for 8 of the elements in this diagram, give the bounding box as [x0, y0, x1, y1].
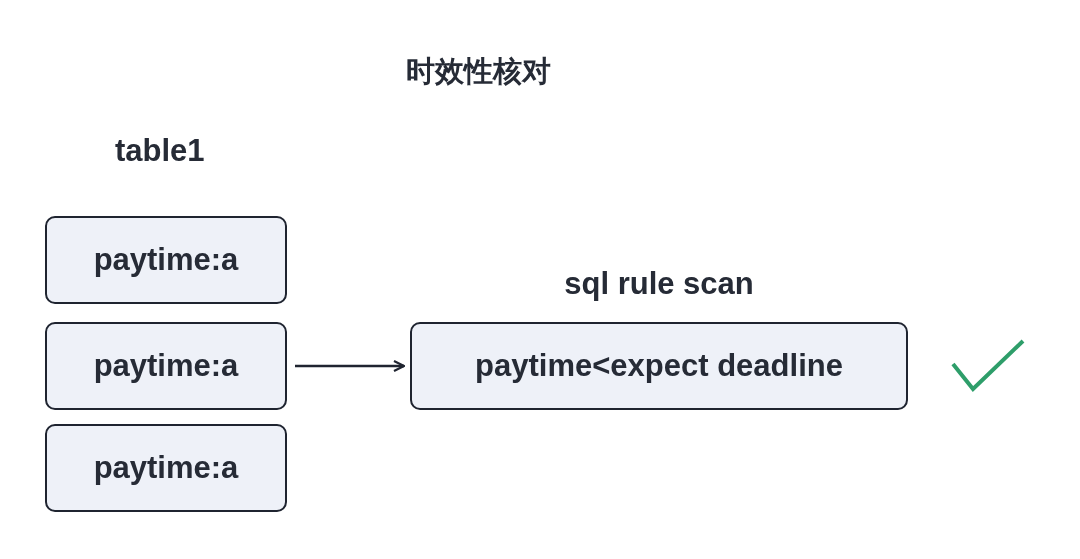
process-box: paytime<expect deadline [410, 322, 908, 410]
process-box: paytime:a [45, 424, 287, 512]
arrow [295, 359, 406, 373]
table-label: table1 [115, 133, 205, 169]
process-box: paytime:a [45, 216, 287, 304]
process-box: paytime:a [45, 322, 287, 410]
title: 时效性核对 [404, 54, 552, 89]
box-heading: sql rule scan [563, 266, 755, 302]
